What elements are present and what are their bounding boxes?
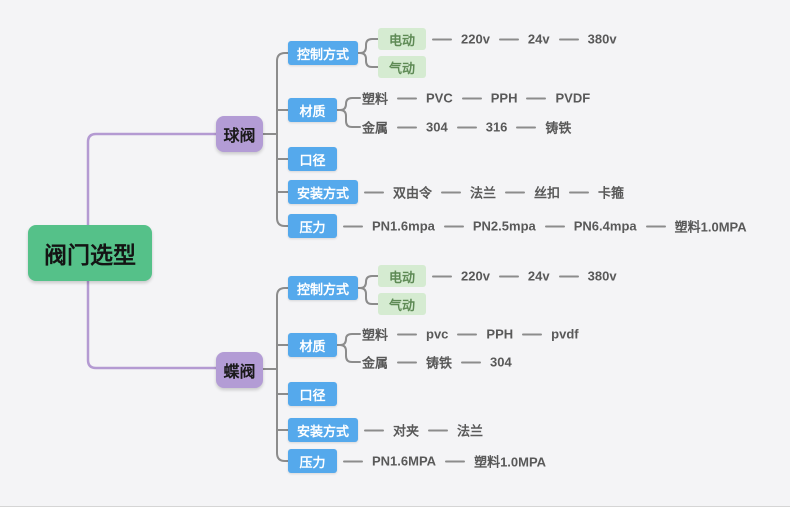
leaf-node-flange[interactable]: 法兰 <box>470 185 497 201</box>
connector-dash <box>505 191 526 193</box>
leaf-node-pph[interactable]: PPH <box>490 90 518 106</box>
leaf-node-electric[interactable]: 电动 <box>378 28 426 50</box>
leaf-node-pvc[interactable]: PVC <box>426 90 453 106</box>
connector-dash <box>645 225 666 227</box>
leaf-node-24v[interactable]: 24v <box>527 268 550 284</box>
install-chain: 对夹 法兰 <box>364 421 483 440</box>
leaf-node-cast-iron[interactable]: 铸铁 <box>426 355 453 371</box>
connector-dash <box>558 275 579 277</box>
branch-node-butterfly-valve[interactable]: 蝶阀 <box>216 352 263 388</box>
install-chain: 双由令 法兰 丝扣 卡箍 <box>364 183 624 202</box>
connector-dash <box>461 361 482 363</box>
leaf-node-24v[interactable]: 24v <box>527 31 550 47</box>
leaf-node-pn16[interactable]: PN1.6MPA <box>372 453 437 469</box>
category-node-diameter[interactable]: 口径 <box>288 382 337 406</box>
connector-dash <box>558 38 579 40</box>
leaf-node-pneumatic[interactable]: 气动 <box>378 56 426 78</box>
connector-dash <box>397 97 418 99</box>
category-node-control-mode[interactable]: 控制方式 <box>288 41 358 65</box>
leaf-node-pneumatic[interactable]: 气动 <box>378 293 426 315</box>
connector-dash <box>443 225 464 227</box>
connector-dash <box>428 429 449 431</box>
connector-dash <box>397 361 418 363</box>
connector-dash <box>498 275 519 277</box>
connector-dash <box>397 126 418 128</box>
leaf-node-304[interactable]: 304 <box>426 119 448 135</box>
leaf-node-flange[interactable]: 法兰 <box>457 423 484 439</box>
leaf-node-plastic[interactable]: 塑料 <box>362 327 389 343</box>
leaf-node-pvc[interactable]: pvc <box>426 326 449 342</box>
leaf-node-clamp[interactable]: 卡箍 <box>598 185 625 201</box>
category-node-material[interactable]: 材质 <box>288 333 337 357</box>
connector-dash <box>364 191 384 193</box>
leaf-node-plastic-10mpa[interactable]: 塑料1.0MPA <box>674 219 747 235</box>
category-node-diameter[interactable]: 口径 <box>288 147 337 171</box>
branch-node-ball-valve[interactable]: 球阀 <box>216 116 263 152</box>
leaf-node-380v[interactable]: 380v <box>587 31 617 47</box>
leaf-node-thread[interactable]: 丝扣 <box>534 185 561 201</box>
plastic-chain: 塑料 PVC PPH PVDF <box>362 89 590 108</box>
leaf-node-pvdf[interactable]: pvdf <box>551 326 579 342</box>
category-node-control-mode[interactable]: 控制方式 <box>288 276 358 300</box>
voltage-chain: 220v 24v 380v <box>432 32 617 47</box>
leaf-node-pvdf[interactable]: PVDF <box>555 90 591 106</box>
metal-chain: 金属 铸铁 304 <box>362 353 512 372</box>
leaf-node-380v[interactable]: 380v <box>587 268 617 284</box>
connector-dash <box>343 460 363 462</box>
connector-dash <box>569 191 590 193</box>
pressure-chain: PN1.6MPA 塑料1.0MPA <box>343 452 546 471</box>
leaf-node-220v[interactable]: 220v <box>461 31 490 47</box>
connector-dash <box>461 97 482 99</box>
category-node-material[interactable]: 材质 <box>288 98 337 122</box>
category-node-install-mode[interactable]: 安装方式 <box>288 418 358 442</box>
root-node-valve-selection[interactable]: 阀门选型 <box>28 225 152 281</box>
connector-dash <box>364 429 384 431</box>
leaf-node-220v[interactable]: 220v <box>461 268 490 284</box>
category-node-pressure[interactable]: 压力 <box>288 449 337 473</box>
connector-dash <box>526 97 547 99</box>
leaf-node-metal[interactable]: 金属 <box>362 355 389 371</box>
connector-dash <box>397 333 418 335</box>
leaf-node-double-union[interactable]: 双由令 <box>393 185 433 201</box>
category-node-install-mode[interactable]: 安装方式 <box>288 180 358 204</box>
plastic-chain: 塑料 pvc PPH pvdf <box>362 325 579 344</box>
connector-dash <box>456 126 477 128</box>
connector-dash <box>522 333 543 335</box>
leaf-node-plastic[interactable]: 塑料 <box>362 91 389 107</box>
connector-dash <box>432 38 452 40</box>
connector-dash <box>432 275 452 277</box>
leaf-node-316[interactable]: 316 <box>485 119 508 135</box>
leaf-node-pph[interactable]: PPH <box>486 326 514 342</box>
leaf-node-pn16[interactable]: PN1.6mpa <box>372 218 435 234</box>
connector-dash <box>457 333 478 335</box>
connector-dash <box>343 225 363 227</box>
connector-dash <box>441 191 462 193</box>
leaf-node-cast-iron[interactable]: 铸铁 <box>545 120 572 136</box>
leaf-node-electric[interactable]: 电动 <box>378 265 426 287</box>
pressure-chain: PN1.6mpa PN2.5mpa PN6.4mpa 塑料1.0MPA <box>343 217 747 236</box>
connector-dash <box>516 126 537 128</box>
metal-chain: 金属 304 316 铸铁 <box>362 118 571 137</box>
leaf-node-pn64[interactable]: PN6.4mpa <box>573 218 637 234</box>
leaf-node-pn25[interactable]: PN2.5mpa <box>472 218 536 234</box>
connector-dash <box>498 38 519 40</box>
connector-dash <box>445 460 466 462</box>
leaf-node-304[interactable]: 304 <box>490 354 512 370</box>
leaf-node-metal[interactable]: 金属 <box>362 120 389 136</box>
connector-dash <box>544 225 565 227</box>
leaf-node-wafer[interactable]: 对夹 <box>393 423 420 439</box>
category-node-pressure[interactable]: 压力 <box>288 214 337 238</box>
leaf-node-plastic-10mpa[interactable]: 塑料1.0MPA <box>474 454 547 470</box>
voltage-chain: 220v 24v 380v <box>432 269 617 284</box>
